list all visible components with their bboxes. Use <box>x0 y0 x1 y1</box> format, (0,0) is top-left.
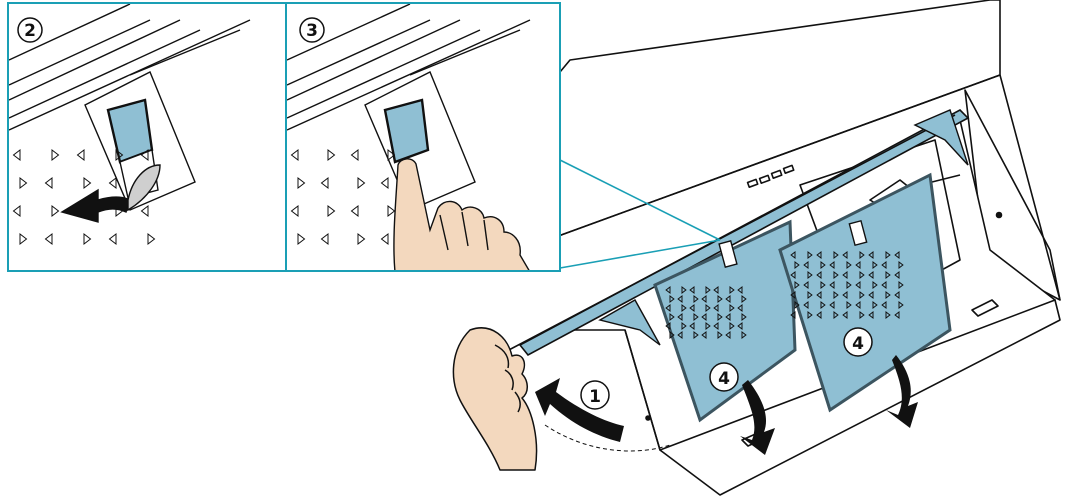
step-badge-4a-group: 4 <box>710 363 738 391</box>
step-badge-4b-group: 4 <box>844 328 872 356</box>
step-badge-1-group: 1 <box>581 381 609 409</box>
detail-frame-2: 2 <box>8 3 286 271</box>
step-badge-1: 1 <box>589 387 601 407</box>
control-indicator-lights <box>748 165 794 187</box>
step-badge-2: 2 <box>24 21 36 41</box>
step-badge-3: 3 <box>306 21 318 41</box>
step-badge-4-left: 4 <box>718 369 730 389</box>
detail-frame-3: 3 <box>286 3 560 272</box>
step-badge-4-right: 4 <box>852 334 864 354</box>
